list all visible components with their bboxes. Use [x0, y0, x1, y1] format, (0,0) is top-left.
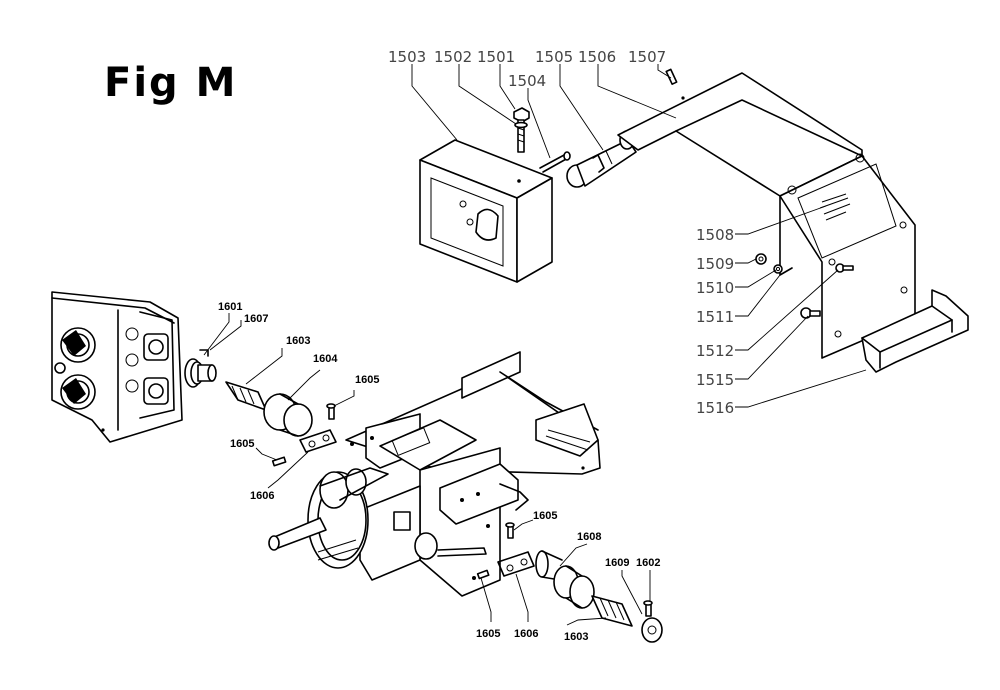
callout-1512: 1512 [696, 342, 734, 360]
callout-1515: 1515 [696, 371, 734, 389]
leader-lines [203, 64, 867, 626]
callout-1511: 1511 [696, 308, 734, 326]
callouts-left: 1601 1607 1603 1604 1605 1605 1606 [218, 301, 379, 502]
callout-1603-upper: 1603 [286, 335, 310, 347]
guard-front-box [419, 139, 553, 283]
carriage-assembly [268, 351, 601, 597]
callout-1606-bottom: 1606 [514, 628, 538, 640]
callout-1601: 1601 [218, 301, 242, 313]
headstock-panel [51, 291, 183, 443]
callout-1505: 1505 [535, 48, 573, 66]
figure-title: Fig M [104, 60, 238, 106]
callout-1602: 1602 [636, 557, 660, 569]
pin [539, 151, 571, 173]
callout-1510: 1510 [696, 279, 734, 297]
callout-1604: 1604 [313, 353, 338, 365]
callout-1516: 1516 [696, 399, 734, 417]
callout-1608: 1608 [577, 531, 601, 543]
callout-1503: 1503 [388, 48, 426, 66]
guard-handle [861, 289, 969, 373]
callout-1605-right: 1605 [533, 510, 557, 522]
guard-shell [617, 72, 916, 359]
callout-1507: 1507 [628, 48, 666, 66]
callout-1506: 1506 [578, 48, 616, 66]
callouts-right: 1508 1509 1510 1511 1512 1515 1516 [696, 226, 734, 417]
roll-pin [665, 68, 678, 85]
callout-1605-left: 1605 [230, 438, 254, 450]
hex-bolt [513, 107, 530, 153]
callout-1504: 1504 [508, 72, 546, 90]
right-exploded-parts [476, 522, 663, 643]
callout-1605-upper: 1605 [355, 374, 379, 386]
left-exploded-parts [184, 349, 337, 467]
callout-1607: 1607 [244, 313, 268, 325]
callout-1606-left: 1606 [250, 490, 274, 502]
callout-1502: 1502 [434, 48, 472, 66]
callout-1605-bottom: 1605 [476, 628, 500, 640]
callouts-top: 1503 1502 1501 1505 1506 1507 1504 [388, 48, 666, 90]
callouts-bottom: 1605 1608 1609 1602 1605 1606 1603 [476, 510, 660, 643]
callout-1508: 1508 [696, 226, 734, 244]
callout-1609: 1609 [605, 557, 629, 569]
callout-1603-bottom: 1603 [564, 631, 588, 643]
callout-1501: 1501 [477, 48, 515, 66]
guard-assembly [419, 68, 969, 373]
callout-1509: 1509 [696, 255, 734, 273]
